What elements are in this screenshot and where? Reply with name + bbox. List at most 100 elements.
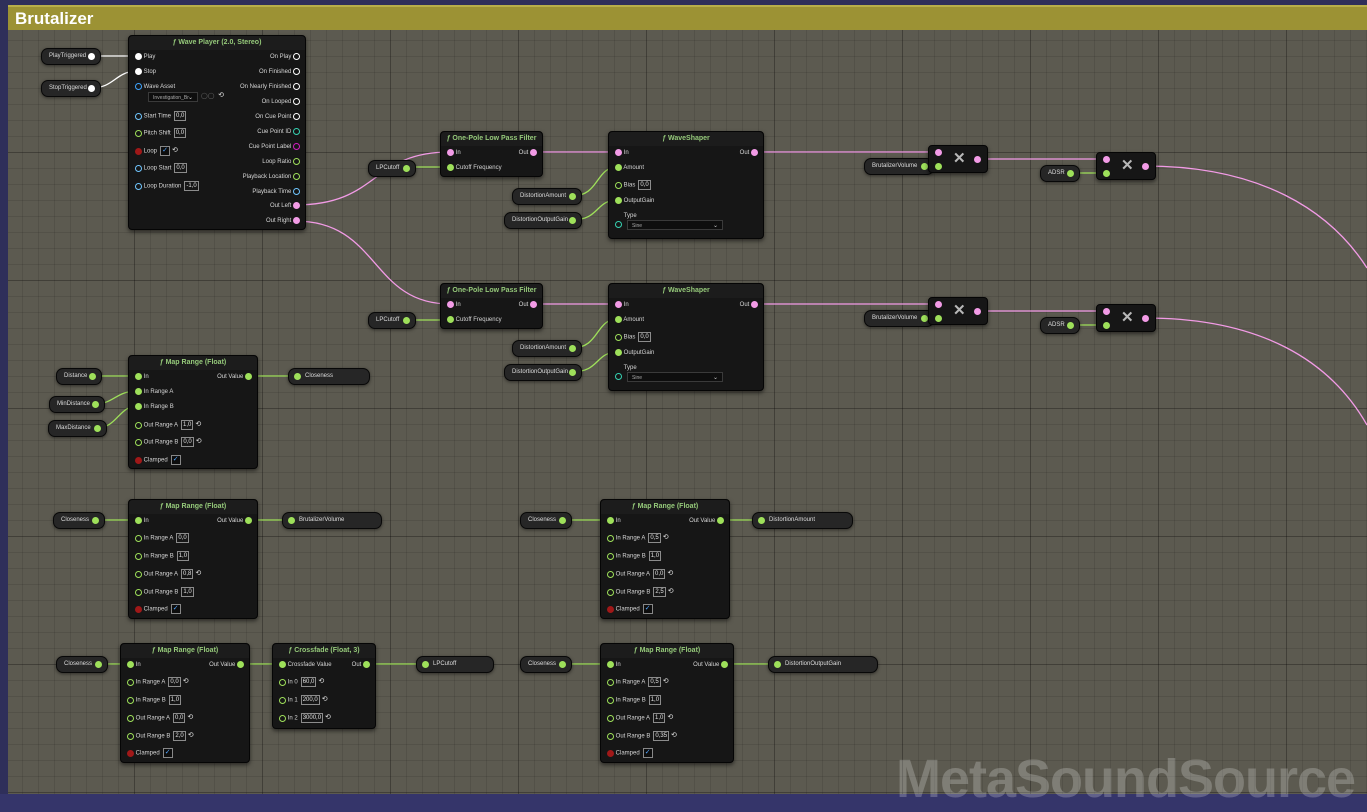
var-min-distance[interactable]: MinDistance	[49, 396, 105, 413]
var-closeness-set[interactable]: Closeness	[288, 368, 370, 385]
pin-on-nearly-finished[interactable]: On Nearly Finished	[240, 83, 300, 91]
pin-ws-amount[interactable]: Amount	[615, 164, 644, 172]
pin-loop-duration[interactable]: Loop Duration-1,0	[135, 181, 199, 191]
var-lpcutoff-1[interactable]: LPCutoff	[368, 160, 416, 177]
multiply-node-3[interactable]: ✕	[928, 297, 988, 325]
pin-out-value[interactable]: Out Value	[209, 661, 244, 669]
var-max-distance[interactable]: MaxDistance	[48, 420, 107, 437]
pin-ws-output-gain[interactable]: OutputGain	[615, 349, 654, 357]
pin-crossfade-value[interactable]: Crossfade Value	[279, 661, 332, 669]
var-closeness-3[interactable]: Closeness	[520, 512, 572, 529]
pin-ws-type[interactable]: Type	[615, 212, 637, 228]
pin-out-value[interactable]: Out Value	[217, 517, 252, 525]
pin-on-finished[interactable]: On Finished	[259, 68, 300, 76]
var-distance[interactable]: Distance	[56, 368, 102, 385]
pin-clamped[interactable]: Clamped✓	[135, 604, 181, 614]
clamped-checkbox[interactable]: ✓	[170, 455, 181, 465]
var-lpcutoff-2[interactable]: LPCutoff	[368, 312, 416, 329]
clamped-checkbox[interactable]: ✓	[170, 604, 181, 614]
lpf-node-2[interactable]: ƒ One-Pole Low Pass Filter In Cutoff Fre…	[440, 283, 543, 329]
var-closeness-4[interactable]: Closeness	[56, 656, 108, 673]
var-distortion-output-gain-2[interactable]: DistortionOutputGain	[504, 364, 582, 381]
pin-clamped[interactable]: Clamped✓	[127, 748, 173, 758]
pin-ws-type[interactable]: Type	[615, 364, 637, 380]
pin-out-right[interactable]: Out Right	[266, 217, 300, 225]
clamped-checkbox[interactable]: ✓	[642, 748, 653, 758]
var-brutalizer-volume-1[interactable]: BrutalizerVolume	[864, 158, 934, 175]
pin-ws-in[interactable]: In	[615, 301, 629, 309]
pin-loop-ratio[interactable]: Loop Ratio	[262, 158, 300, 166]
pin-out-value[interactable]: Out Value	[693, 661, 728, 669]
loop-checkbox[interactable]: ✓	[160, 146, 171, 156]
pin-ws-output-gain[interactable]: OutputGain	[615, 197, 654, 205]
pin-lpf-in[interactable]: In	[447, 301, 461, 309]
wave-asset-dropdown[interactable]: Investigation_Br⌄	[148, 92, 198, 102]
asset-controls[interactable]: ◯◯ ⟲	[201, 92, 224, 100]
clamped-checkbox[interactable]: ✓	[162, 748, 173, 758]
pin-clamped[interactable]: Clamped✓	[607, 604, 653, 614]
pin-in[interactable]: In	[607, 661, 621, 669]
var-adsr-1[interactable]: ADSR	[1040, 165, 1080, 182]
ws-type-dropdown[interactable]: Sine⌄	[627, 220, 723, 230]
pin-in[interactable]: In	[135, 517, 149, 525]
pin-ws-out[interactable]: Out	[740, 149, 758, 157]
pin-on-cue-point[interactable]: On Cue Point	[255, 113, 300, 121]
pin-out-value[interactable]: Out Value	[217, 373, 252, 381]
pin-in[interactable]: In	[127, 661, 141, 669]
crossfade-node[interactable]: ƒ Crossfade (Float, 3) Crossfade Value I…	[272, 643, 376, 729]
var-adsr-2[interactable]: ADSR	[1040, 317, 1080, 334]
var-brutalizer-volume-set[interactable]: BrutalizerVolume	[282, 512, 382, 529]
map-range-node-1[interactable]: ƒ Map Range (Float) In In Range A In Ran…	[128, 355, 258, 469]
pin-stop[interactable]: Stop	[135, 68, 156, 76]
pin-wave-asset[interactable]: Wave Asset	[135, 83, 175, 91]
lpf-node-1[interactable]: ƒ One-Pole Low Pass Filter In Cutoff Fre…	[440, 131, 543, 177]
pin-clamped[interactable]: Clamped✓	[607, 748, 653, 758]
pin-cue-point-id[interactable]: Cue Point ID	[257, 128, 300, 136]
pin-in-range-b[interactable]: In Range B	[135, 403, 174, 411]
clamped-checkbox[interactable]: ✓	[642, 604, 653, 614]
var-distortion-amount-2[interactable]: DistortionAmount	[512, 340, 582, 357]
multiply-node-1[interactable]: ✕	[928, 145, 988, 173]
pin-playback-time[interactable]: Playback Time	[252, 188, 300, 196]
wave-player-node[interactable]: ƒ Wave Player (2.0, Stereo) Play Stop Wa…	[128, 35, 306, 230]
multiply-node-2[interactable]: ✕	[1096, 152, 1156, 180]
pin-lpf-cutoff[interactable]: Cutoff Frequency	[447, 164, 502, 172]
ws-type-dropdown[interactable]: Sine⌄	[627, 372, 723, 382]
var-play-triggered[interactable]: PlayTriggered	[41, 48, 101, 65]
var-distortion-amount-1[interactable]: DistortionAmount	[512, 188, 582, 205]
pin-playback-location[interactable]: Playback Location	[243, 173, 300, 181]
pin-ws-amount[interactable]: Amount	[615, 316, 644, 324]
pin-out-left[interactable]: Out Left	[270, 202, 300, 210]
pin-lpf-cutoff[interactable]: Cutoff Frequency	[447, 316, 502, 324]
pin-on-play[interactable]: On Play	[270, 53, 300, 61]
pin-crossfade-out[interactable]: Out	[352, 661, 370, 669]
pin-play[interactable]: Play	[135, 53, 155, 61]
var-distortion-output-gain-set[interactable]: DistortionOutputGain	[768, 656, 878, 673]
